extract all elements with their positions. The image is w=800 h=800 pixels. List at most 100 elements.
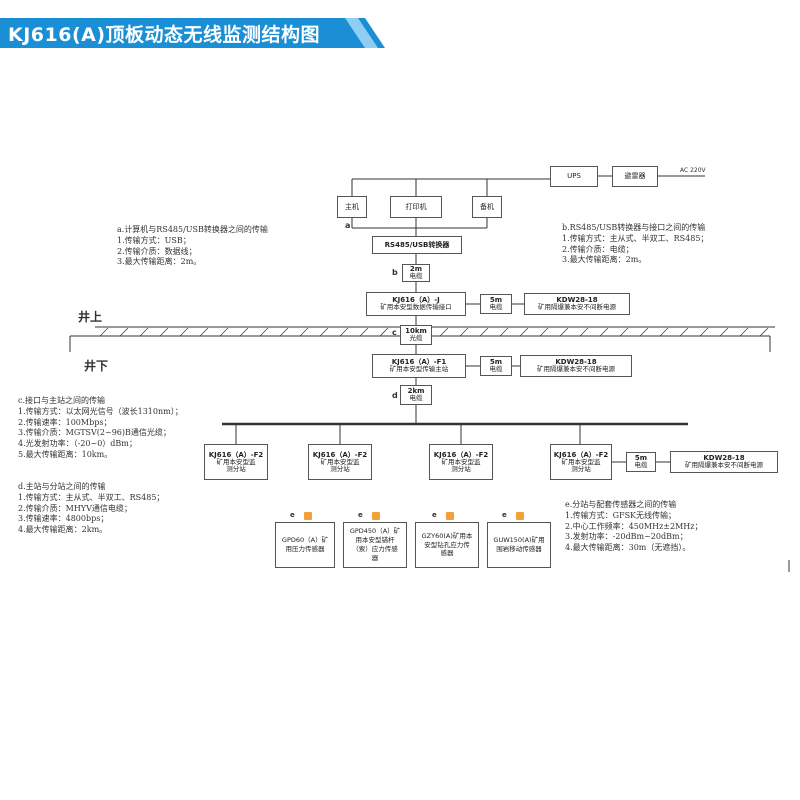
ups-psu-2-box: KDW28-18 矿用隔爆兼本安不间断电源 <box>520 355 632 377</box>
wireless-tag-3: e <box>432 511 437 519</box>
sub-station-3: KJ616（A）-F2 矿用本安型监 测分站 <box>429 444 493 480</box>
host-computer-box: 主机 <box>337 196 367 218</box>
ups-label: UPS <box>567 172 581 181</box>
note-a-title: a.计算机与RS485/USB转换器之间的传输 <box>117 225 268 234</box>
sensor-guw150: GUW150(A)矿用 围岩移动传感器 <box>487 522 551 568</box>
sensor-gpd450-line2: 用本安型锚杆 <box>355 536 395 545</box>
note-d-line4: 4.最大传输距离：2km。 <box>18 525 108 535</box>
sensor-gpd60-line2: 用压力传感器 <box>285 545 325 553</box>
backup-label: 备机 <box>480 202 494 211</box>
converter-box: RS485/USB转换器 <box>372 236 462 254</box>
cable-2km-box: 2km 电缆 <box>400 385 432 405</box>
ups-box: UPS <box>550 166 598 187</box>
note-d-line1: 1.传输方式：主从式、半双工、RS485； <box>18 492 165 502</box>
psu-2-model: KDW28-18 <box>555 358 597 367</box>
sub-station-1-model: KJ616（A）-F2 <box>208 450 264 459</box>
sensor-gzy60-line3: 感器 <box>440 549 454 558</box>
sub-station-4-model: KJ616（A）-F2 <box>553 450 609 459</box>
note-a: a.计算机与RS485/USB转换器之间的传输 1.传输方式：USB； 2.传输… <box>117 225 268 268</box>
sub-station-2-desc-a: 矿用本安型监 <box>320 457 360 466</box>
printer-label: 打印机 <box>405 202 427 211</box>
sub-station-2-desc-b: 测分站 <box>330 465 350 474</box>
banner-background <box>0 18 385 48</box>
cable-5m-f1-length: 5m <box>489 358 503 367</box>
main-station-desc: 矿用本安型传输主站 <box>389 365 449 374</box>
interface-desc: 矿用本安型数据传输接口 <box>380 303 452 312</box>
cable-5m-f1-box: 5m 电缆 <box>480 356 512 376</box>
sensor-gzy60: GZY60(A)矿用本 安型钻孔应力传 感器 <box>415 522 479 568</box>
cable-5m-f2-type: 电缆 <box>634 461 648 470</box>
above-ground-label: 井上 <box>78 310 103 324</box>
note-a-line2: 2.传输介质：数据线； <box>117 246 197 256</box>
cable-5m-j-box: 5m 电缆 <box>480 294 512 314</box>
cable-2m-type: 电缆 <box>409 272 423 281</box>
psu-3-desc: 矿用隔爆兼本安不间断电源 <box>685 461 763 470</box>
cable-5m-f2-box: 5m 电缆 <box>626 452 656 472</box>
below-ground-label: 井下 <box>84 359 109 373</box>
sub-station-3-desc-a: 矿用本安型监 <box>441 457 481 466</box>
note-a-line3: 3.最大传输距离：2m。 <box>117 257 202 267</box>
lightning-arrester-box: 避雷器 <box>612 166 658 187</box>
lightning-arrester-label: 避雷器 <box>624 172 646 181</box>
note-c-line1: 1.传输方式：以太网光信号（波长1310nm）； <box>18 406 183 416</box>
note-b-line2: 2.传输介质：电缆； <box>562 244 634 254</box>
sensor-gpd450-line3: （索）应力传感 <box>352 545 398 553</box>
cable-2m-length: 2m <box>409 265 423 274</box>
ups-psu-1-box: KDW28-18 矿用隔爆兼本安不间断电源 <box>524 293 630 315</box>
psu-2-desc: 矿用隔爆兼本安不间断电源 <box>537 365 615 374</box>
ac-power-label: AC 220V <box>680 167 706 174</box>
psu-3-model: KDW28-18 <box>703 454 745 463</box>
note-e: e.分站与配套传感器之间的传输 1.传输方式：GFSK无线传输； 2.中心工作频… <box>565 500 702 554</box>
main-station-box: KJ616（A）-F1 矿用本安型传输主站 <box>372 354 466 378</box>
note-e-title: e.分站与配套传感器之间的传输 <box>565 500 677 509</box>
note-e-line3: 3.发射功率：-20dBm~20dBm； <box>565 532 688 542</box>
sub-station-2-model: KJ616（A）-F2 <box>312 450 368 459</box>
note-e-line4: 4.最大传输距离：30m（无遮挡）。 <box>565 543 691 553</box>
note-b-title: b.RS485/USB转换器与接口之间的传输 <box>562 223 706 232</box>
note-e-line1: 1.传输方式：GFSK无线传输； <box>565 510 677 520</box>
note-d: d.主站与分站之间的传输 1.传输方式：主从式、半双工、RS485； 2.传输介… <box>18 482 164 536</box>
note-e-line2: 2.中心工作频率：450MHz±2MHz； <box>565 521 703 531</box>
sensor-gpd450-line1: GPD450（A）矿 <box>349 527 401 536</box>
note-c: c.接口与主站之间的传输 1.传输方式：以太网光信号（波长1310nm）； 2.… <box>18 396 183 461</box>
main-station-model: KJ616（A）-F1 <box>391 358 447 367</box>
wireless-signal-icon <box>516 512 524 520</box>
sensor-gpd450: GPD450（A）矿 用本安型锚杆 （索）应力传感 器 <box>343 522 407 568</box>
cable-2km-type: 电缆 <box>409 394 423 403</box>
cable-5m-f2-length: 5m <box>634 454 648 463</box>
note-a-line1: 1.传输方式：USB； <box>117 235 191 245</box>
page-title: KJ616(A)顶板动态无线监测结构图 <box>8 24 321 46</box>
note-b-line1: 1.传输方式：主从式、半双工、RS485； <box>562 233 709 243</box>
cable-2km-length: 2km <box>407 387 425 396</box>
host-label: 主机 <box>345 202 359 211</box>
wireless-signal-icon <box>446 512 454 520</box>
sensor-gpd60-line1: GPD60（A）矿 <box>281 536 329 545</box>
sensor-guw150-line1: GUW150(A)矿用 <box>493 536 545 545</box>
backup-computer-box: 备机 <box>472 196 502 218</box>
note-b: b.RS485/USB转换器与接口之间的传输 1.传输方式：主从式、半双工、RS… <box>562 223 708 266</box>
interface-box: KJ616（A）-J 矿用本安型数据传输接口 <box>366 292 466 316</box>
sub-station-1-desc-b: 测分站 <box>226 465 246 474</box>
sensor-gzy60-line1: GZY60(A)矿用本 <box>421 531 473 540</box>
cable-5m-j-length: 5m <box>489 296 503 305</box>
sensor-gzy60-line2: 安型钻孔应力传 <box>424 540 470 549</box>
wireless-signal-icon <box>304 512 312 520</box>
link-letter-c: c <box>392 328 397 337</box>
note-c-title: c.接口与主站之间的传输 <box>18 396 106 405</box>
cable-2m-box: 2m 电缆 <box>402 264 430 282</box>
sub-station-1: KJ616（A）-F2 矿用本安型监 测分站 <box>204 444 268 480</box>
link-letter-b: b <box>392 268 398 277</box>
cable-5m-f1-type: 电缆 <box>489 365 503 374</box>
link-letter-a: a <box>345 221 351 230</box>
link-letter-d: d <box>392 391 398 400</box>
fiber-type: 光缆 <box>409 334 423 343</box>
note-c-line4: 4.光发射功率：（-20~0）dBm； <box>18 439 137 449</box>
sensor-gpd60: GPD60（A）矿 用压力传感器 <box>275 522 335 568</box>
note-b-line3: 3.最大传输距离：2m。 <box>562 255 647 265</box>
ups-psu-3-box: KDW28-18 矿用隔爆兼本安不间断电源 <box>670 451 778 473</box>
fiber-10km-box: 10km 光缆 <box>400 325 432 345</box>
converter-label: RS485/USB转换器 <box>384 240 450 249</box>
sub-station-4-desc-b: 测分站 <box>571 465 591 474</box>
sub-station-3-desc-b: 测分站 <box>451 465 471 474</box>
psu-1-model: KDW28-18 <box>556 296 598 305</box>
